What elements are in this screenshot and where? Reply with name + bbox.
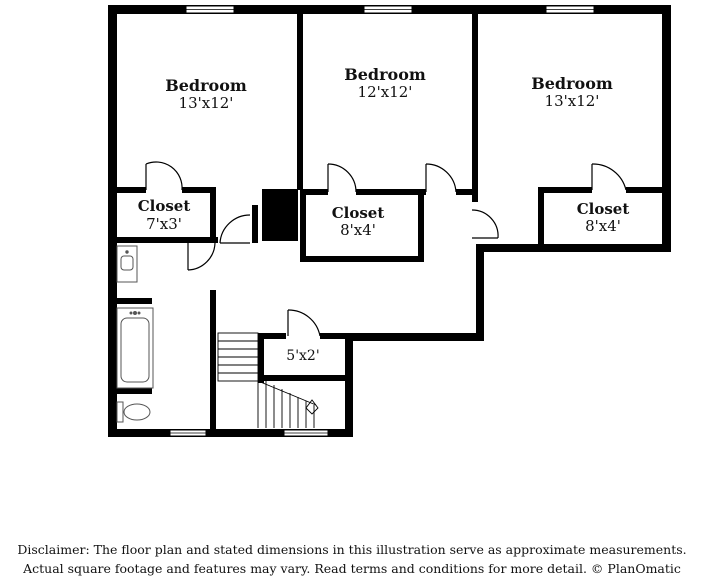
door-small-closet [287,309,321,337]
sink-icon [116,245,138,283]
disclaimer-line-1: Disclaimer: The floor plan and stated di… [17,542,687,557]
closet-left-size: 7'x3' [146,215,182,233]
bedroom-center-size: 12'x12' [358,83,413,101]
bedroom-right-name: Bedroom [531,74,613,93]
doors [145,161,627,337]
bedroom-right-size: 13'x12' [545,92,600,110]
stairs [217,332,319,428]
toilet-icon [116,401,151,423]
bath-fixtures [116,245,154,423]
closet-right-size: 8'x4' [585,217,621,235]
disclaimer-line-2: Actual square footage and features may v… [23,561,681,576]
door-center-closet [327,163,357,193]
room-labels: Bedroom 13'x12' Bedroom 12'x12' Bedroom … [138,65,630,364]
door-bath [187,242,216,271]
bedroom-left-size: 13'x12' [179,94,234,112]
closet-center-size: 8'x4' [340,221,376,239]
bedroom-center-name: Bedroom [344,65,426,84]
bedroom-left-name: Bedroom [165,76,247,95]
interior-walls [112,10,666,435]
door-right-closet [591,163,627,191]
door-right-bedroom [471,209,499,239]
small-closet-size: 5'x2' [286,348,319,364]
door-left-closet [145,161,183,191]
bathtub-icon [116,307,154,389]
door-center-bedroom [425,163,457,193]
closet-right-name: Closet [577,200,630,218]
closet-left-name: Closet [138,197,191,215]
door-left-bedroom [219,214,251,244]
closet-center-name: Closet [332,204,385,222]
